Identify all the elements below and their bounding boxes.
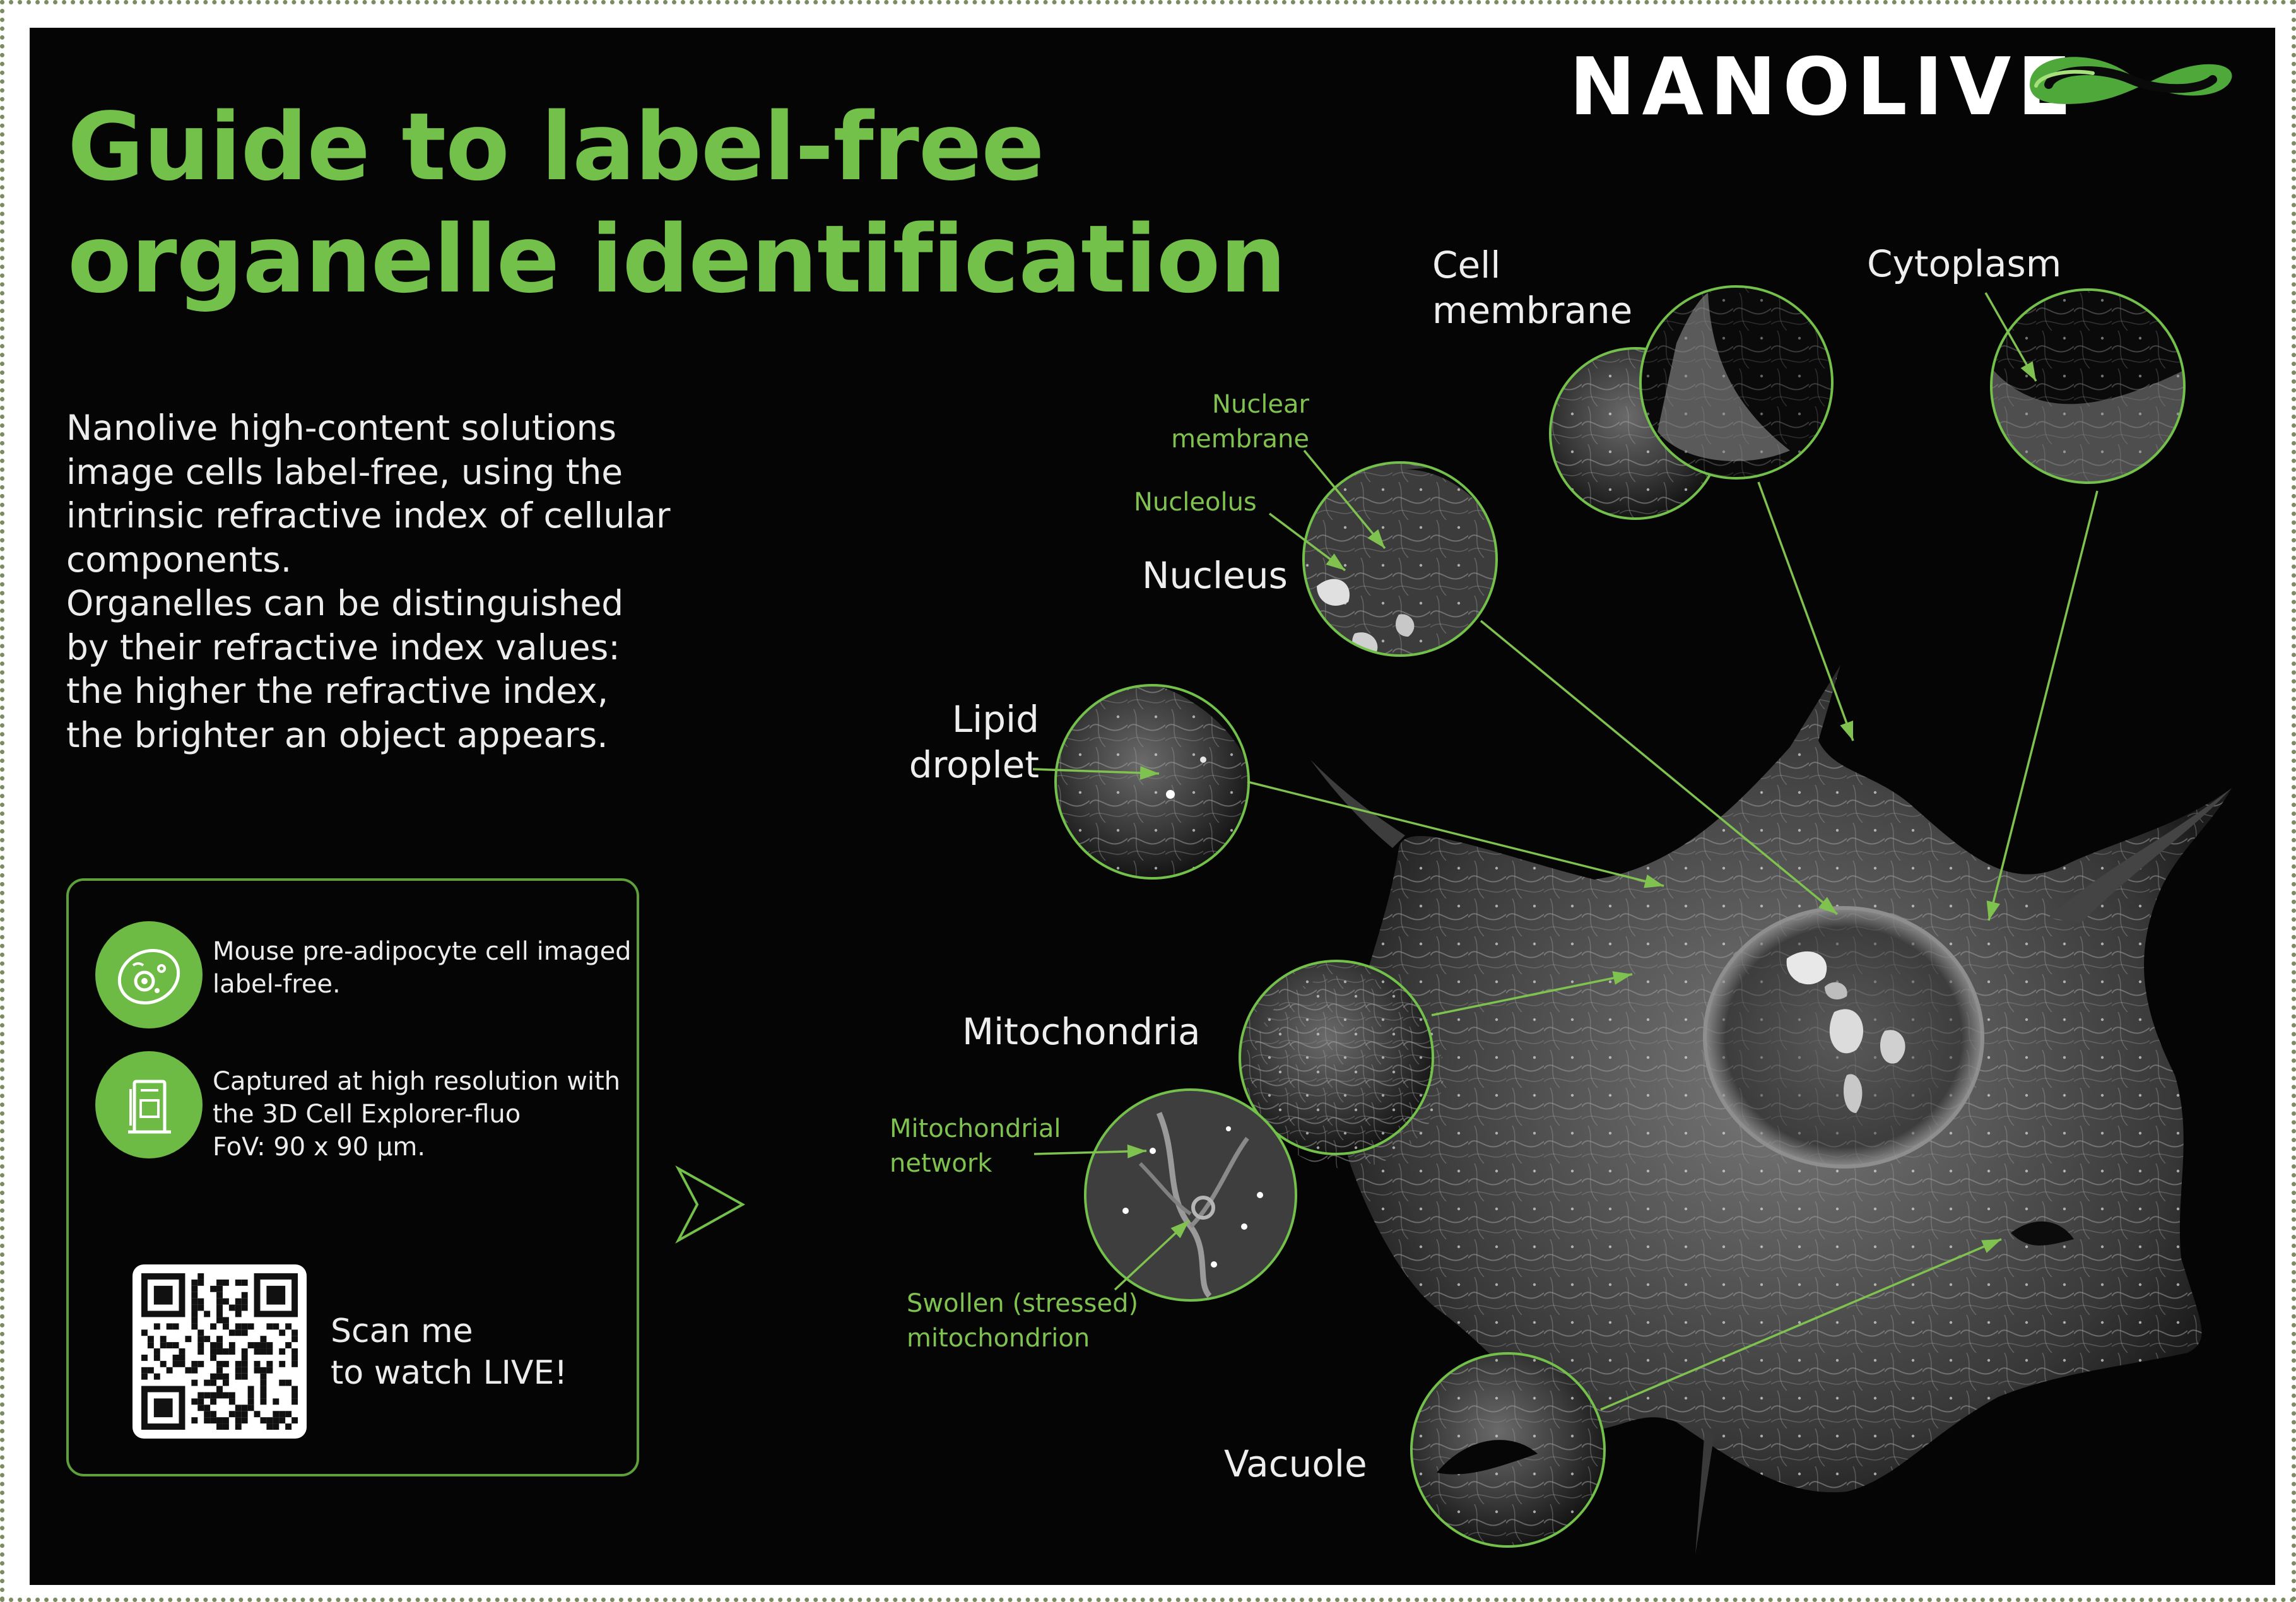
label-mitochondria: Mitochondria — [962, 1010, 1201, 1053]
zoom-lipid-droplet — [1054, 684, 1250, 880]
label-mitochondrial-network: Mitochondrial network — [890, 1114, 1061, 1178]
label-cell-membrane: Cell membrane — [1432, 244, 1633, 332]
label-lipid-droplet: Lipid droplet — [909, 698, 1039, 786]
label-nucleolus: Nucleolus — [1134, 488, 1257, 517]
info-device-line-1: Captured at high resolution with — [213, 1067, 621, 1096]
title-line-2: organelle identification — [68, 205, 1286, 314]
pointer-mitochondria-arrowhead — [1612, 971, 1632, 985]
infinity-loop-logo-icon — [2030, 57, 2232, 104]
pointer-cytoplasm — [1987, 490, 2099, 921]
label-cytoplasm: Cytoplasm — [1867, 242, 2062, 285]
microscope-device-icon — [95, 1051, 203, 1158]
pointer-cell-membrane — [1757, 481, 1854, 741]
pointer-nucleus-arrowhead — [1818, 897, 1837, 914]
pointer-nucleolus-arrowhead — [1326, 553, 1345, 570]
info-cell-line-1: Mouse pre-adipocyte cell imaged — [213, 937, 632, 966]
zoom-vacuole — [1410, 1352, 1606, 1548]
qr-code-icon[interactable] — [132, 1264, 307, 1439]
poster-panel: Guide to label-free organelle identifica… — [30, 28, 2275, 1585]
pointer-swollen-mitochondrion-arrowhead — [1170, 1220, 1189, 1239]
nanolive-logo-text: NANOLIVE — [1569, 40, 2078, 133]
pointer-lipid-droplet — [1247, 780, 1664, 887]
scan-line-1: Scan me — [331, 1312, 473, 1350]
info-box: Mouse pre-adipocyte cell imaged label-fr… — [66, 878, 639, 1476]
zoom-cell-membrane — [1639, 285, 1834, 480]
pointer-nuclear-membrane-arrowhead — [1367, 529, 1385, 548]
label-swollen-mitochondrion: Swollen (stressed) mitochondrion — [907, 1289, 1139, 1353]
pointer-lines — [1032, 292, 2099, 1411]
zoom-mitochondrial-network — [1084, 1088, 1297, 1302]
pointer-lipid-droplet-arrowhead — [1644, 875, 1664, 888]
info-device-line-3: FoV: 90 x 90 µm. — [213, 1133, 426, 1162]
pointer-lipid-droplet-zoom-arrowhead — [1139, 765, 1159, 780]
intro-paragraph-1: Nanolive high-content solutions image ce… — [66, 408, 671, 580]
scan-me-text: Scan me to watch LIVE! — [331, 1310, 567, 1394]
pointer-lipid-droplet-zoom — [1032, 768, 1160, 775]
pointer-nucleus — [1480, 620, 1839, 916]
chevron-right-icon — [675, 1165, 746, 1244]
intro-paragraph-2: Organelles can be distinguished by their… — [66, 583, 624, 755]
scan-line-2: to watch LIVE! — [331, 1354, 568, 1392]
pointer-vacuole — [1600, 1238, 2002, 1411]
page-title: Guide to label-free organelle identifica… — [68, 91, 1286, 315]
info-cell-line-2: label-free. — [213, 970, 341, 999]
title-line-1: Guide to label-free — [68, 93, 1045, 201]
intro-text: Nanolive high-content solutions image ce… — [66, 406, 672, 757]
info-cell-text: Mouse pre-adipocyte cell imaged label-fr… — [213, 935, 632, 1001]
cell-image — [1032, 285, 2232, 1555]
label-vacuole: Vacuole — [1224, 1442, 1367, 1485]
pointer-mitochondrial-network-arrowhead — [1127, 1144, 1146, 1158]
zoom-mitochondria — [1239, 960, 1444, 1169]
label-nuclear-membrane: Nuclear membrane — [1171, 390, 1309, 454]
pointer-cytoplasm-arrowhead — [1986, 900, 2001, 921]
label-nucleus: Nucleus — [1142, 554, 1288, 597]
cell-icon — [95, 921, 203, 1028]
info-device-line-2: the 3D Cell Explorer-fluo — [213, 1100, 521, 1129]
pointer-cell-membrane-arrowhead — [1840, 721, 1854, 741]
pointer-cytoplasm-zoom-arrowhead — [2020, 361, 2036, 381]
zoom-cytoplasm — [1990, 288, 2186, 484]
pointer-mitochondria — [1431, 973, 1633, 1016]
info-device-text: Captured at high resolution with the 3D … — [213, 1065, 629, 1163]
pointer-nuclear-membrane — [1303, 449, 1386, 550]
pointer-vacuole-arrowhead — [1981, 1239, 2001, 1253]
